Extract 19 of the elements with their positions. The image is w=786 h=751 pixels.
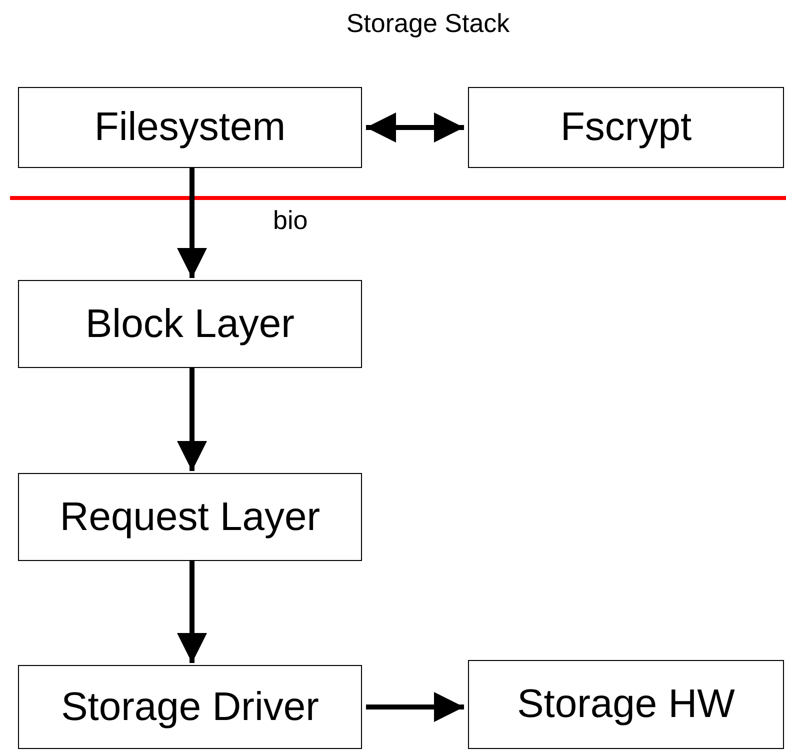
- process-box: [468, 87, 784, 168]
- arrow: [366, 692, 464, 722]
- box-label: Request Layer: [60, 494, 320, 540]
- box-label: Filesystem: [94, 105, 286, 150]
- diagram-title: Storage Stack: [345, 8, 511, 39]
- arrow: [177, 368, 207, 471]
- process-box: [468, 660, 784, 749]
- box-label: Block Layer: [86, 302, 294, 346]
- arrow: [177, 561, 207, 663]
- arrow: [177, 168, 207, 278]
- process-box: [18, 665, 362, 749]
- process-box: [18, 280, 362, 368]
- arrow: [366, 112, 464, 142]
- annotation-text: bio: [273, 205, 308, 236]
- box-label: Storage Driver: [61, 684, 319, 730]
- box-label: Fscrypt: [560, 105, 692, 150]
- process-box: [18, 473, 362, 561]
- process-box: [18, 87, 362, 168]
- box-label: Storage HW: [517, 682, 735, 727]
